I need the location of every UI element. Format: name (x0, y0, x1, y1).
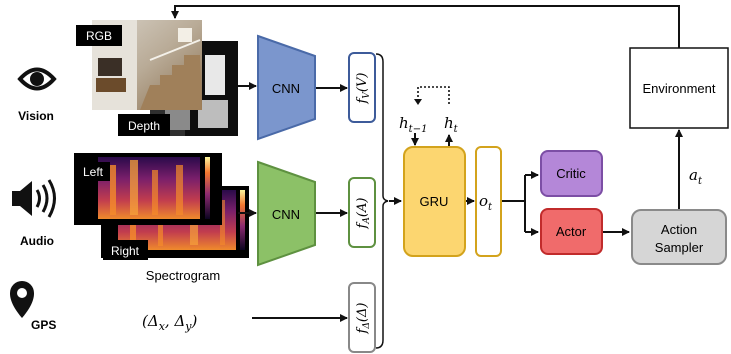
h-prev-label: ht−1 (399, 114, 427, 135)
f-delta-label: fΔ(Δ) (355, 303, 372, 335)
eye-icon (17, 67, 57, 91)
gru-block (403, 146, 466, 257)
left-label: Left (83, 165, 104, 179)
f-v-label: fV(V) (355, 73, 372, 105)
gru-label: GRU (420, 194, 449, 209)
audio-label: Audio (20, 234, 54, 248)
critic-block (540, 150, 603, 197)
rgb-label: RGB (86, 29, 112, 43)
cnn-audio-label: CNN (272, 207, 300, 222)
actor-block (540, 208, 603, 255)
speaker-icon (12, 179, 56, 218)
action-sampler-label-2: Sampler (655, 240, 704, 255)
ot-box (475, 146, 502, 257)
critic-label: Critic (556, 166, 586, 181)
spectrogram-caption: Spectrogram (146, 268, 220, 283)
cnn-vision-label: CNN (272, 81, 300, 96)
f-a-box (348, 177, 376, 248)
depth-tag (118, 114, 170, 136)
h-t-label: ht (444, 114, 459, 135)
f-delta-box (348, 282, 376, 353)
location-pin-icon (10, 281, 34, 318)
cnn-audio-encoder (257, 160, 316, 267)
action-sampler-block (631, 209, 727, 265)
recurrence-arrowhead (414, 99, 422, 105)
gps-label: GPS (31, 318, 56, 332)
recurrence-loop (417, 86, 450, 104)
cnn-vision-encoder (257, 34, 316, 141)
actor-label: Actor (556, 224, 587, 239)
arrow-env-to-observation (171, 5, 680, 48)
left-tag (76, 162, 110, 181)
environment-label: Environment (643, 81, 716, 96)
f-v-box (348, 52, 376, 123)
depth-label: Depth (128, 119, 160, 133)
right-label: Right (111, 244, 140, 258)
right-tag (103, 240, 148, 260)
action-sampler-label-1: Action (661, 222, 697, 237)
rgb-tag (76, 25, 122, 46)
f-a-label: fA(A) (355, 198, 372, 230)
vision-label: Vision (18, 109, 54, 123)
ot-label: ot (479, 192, 493, 213)
feature-bracket (375, 53, 389, 349)
gps-input: (Δx, Δy) (142, 312, 198, 333)
a-t-label: at (689, 166, 703, 187)
